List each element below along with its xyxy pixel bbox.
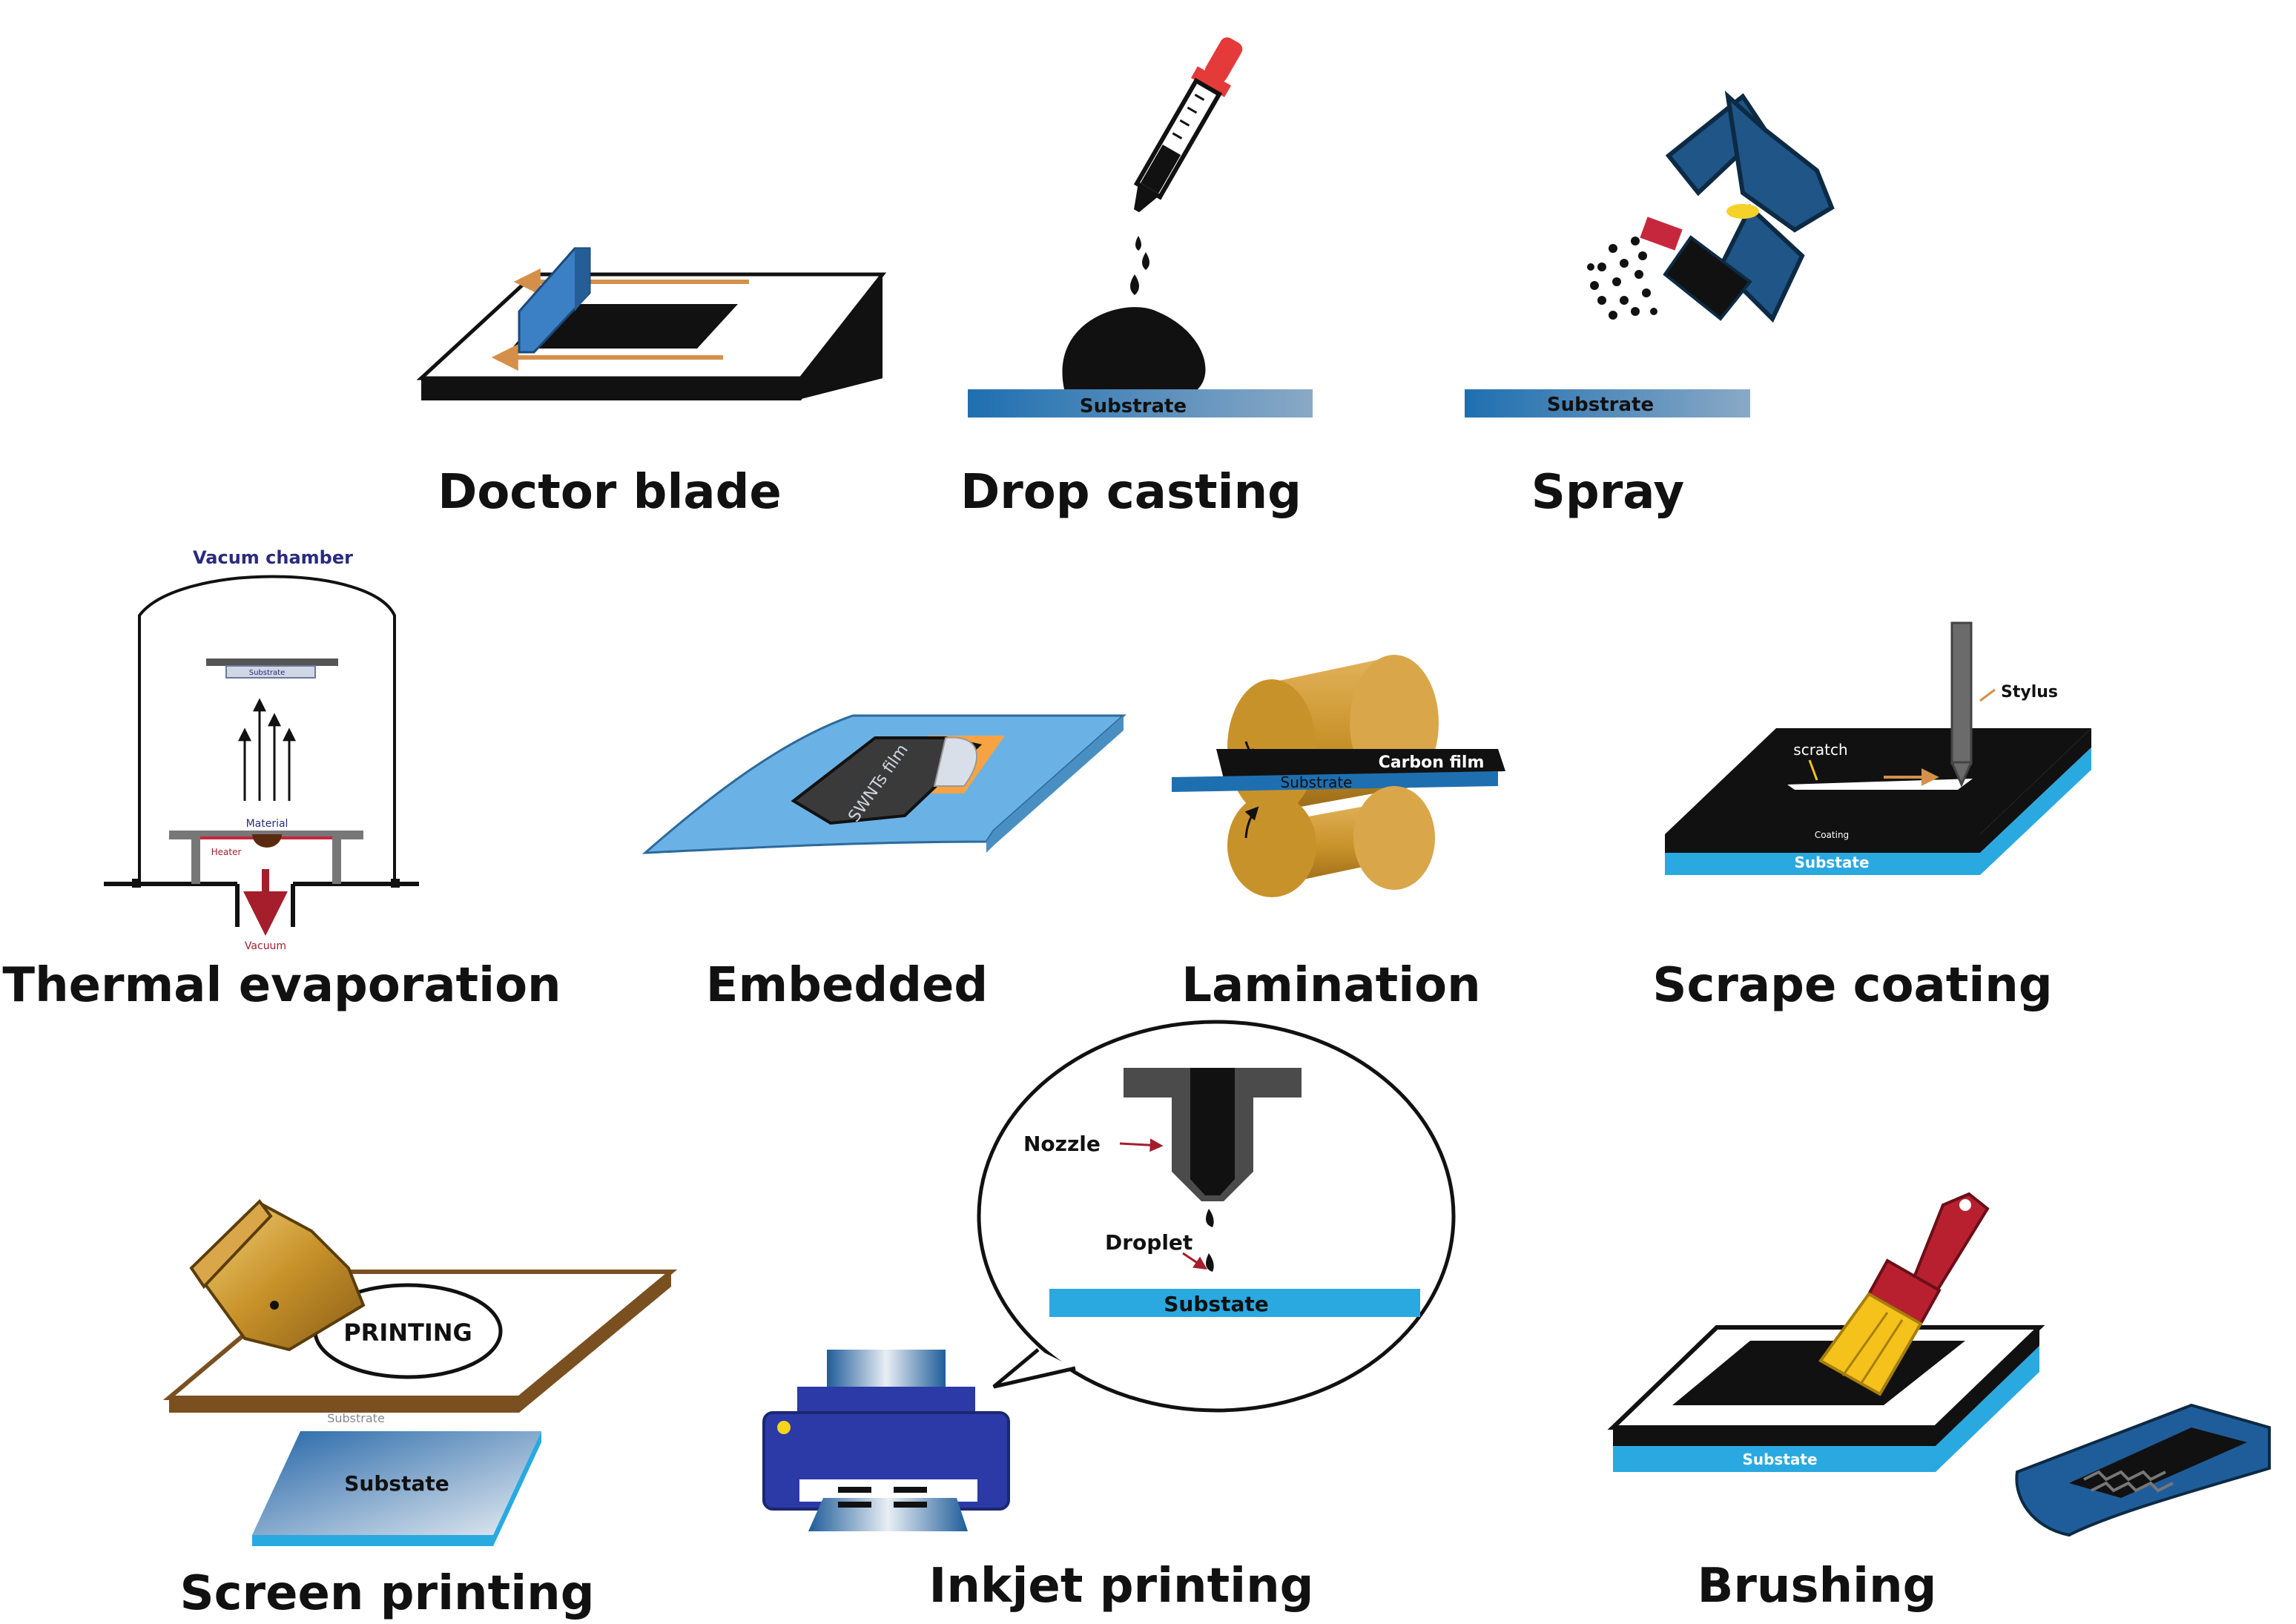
paint-tray <box>2015 1403 2271 1537</box>
spray-diagram: Substrate Spray <box>1465 90 1835 520</box>
title-scrape-coating: Scrape coating <box>1652 958 2052 1013</box>
screen-substrate-label: Substate <box>344 1471 449 1496</box>
inkjet-substrate-label: Substate <box>1164 1292 1268 1316</box>
screen-substrate-upper-label: Substrate <box>327 1411 385 1425</box>
vacuum-chamber-label: Vacum chamber <box>193 547 353 568</box>
title-lamination: Lamination <box>1181 958 1480 1013</box>
brushing-diagram: Substate Brushing <box>1607 1192 2271 1614</box>
title-inkjet-printing: Inkjet printing <box>929 1559 1314 1614</box>
brush-substrate-label: Substate <box>1742 1450 1817 1468</box>
scrape-scratch-label: scratch <box>1793 741 1847 759</box>
title-brushing: Brushing <box>1698 1559 1937 1614</box>
drop-casting-diagram: Substrate Drop casting <box>960 37 1313 520</box>
drop-substrate-label: Substrate <box>1080 395 1187 417</box>
te-material-label: Material <box>246 818 288 830</box>
scrape-coating-label: Coating <box>1815 830 1849 840</box>
title-drop-casting: Drop casting <box>960 465 1302 520</box>
title-thermal-evaporation: Thermal evaporation <box>2 958 561 1013</box>
title-embedded: Embedded <box>706 958 988 1013</box>
spray-substrate-label: Substrate <box>1547 394 1654 416</box>
nozzle-label: Nozzle <box>1023 1132 1101 1156</box>
lamination-diagram: Carbon film Substrate Lamination <box>1172 655 1505 1013</box>
title-spray: Spray <box>1531 465 1684 520</box>
scrape-substrate-label: Substate <box>1794 854 1869 871</box>
lam-carbon-film-label: Carbon film <box>1379 753 1485 772</box>
lam-substrate-label: Substrate <box>1281 773 1353 791</box>
screen-printing-diagram: PRINTING Substrate Substate Screen print… <box>162 1198 678 1621</box>
te-vacuum-label: Vacuum <box>245 940 286 952</box>
spray-gun <box>1640 90 1835 323</box>
bottom-roller <box>1227 786 1435 897</box>
thermal-evaporation-diagram: Vacum chamber Substrate Material Heater … <box>2 547 561 1013</box>
scrape-coating-diagram: Coating Substate scratch Stylus Scrape c… <box>1652 621 2091 1013</box>
paintbrush <box>1818 1192 1990 1396</box>
screen-printing-text: PRINTING <box>343 1318 472 1347</box>
squeegee <box>189 1198 366 1352</box>
scrape-stylus-label: Stylus <box>2001 683 2058 702</box>
printer <box>762 1350 1010 1531</box>
inkjet-printing-diagram: Nozzle Droplet Substate Inkjet printing <box>762 1020 1456 1614</box>
embedded-diagram: SWNTs film Embedded <box>641 714 1126 1013</box>
spray-droplets <box>1587 237 1657 320</box>
te-heater-label: Heater <box>211 847 242 857</box>
title-doctor-blade: Doctor blade <box>438 465 782 520</box>
droplet-label: Droplet <box>1105 1230 1192 1255</box>
vapor-arrows <box>238 698 296 801</box>
title-screen-printing: Screen printing <box>179 1566 594 1621</box>
te-substrate-label: Substrate <box>249 669 285 677</box>
doctor-blade-diagram: Doctor blade <box>416 247 887 520</box>
